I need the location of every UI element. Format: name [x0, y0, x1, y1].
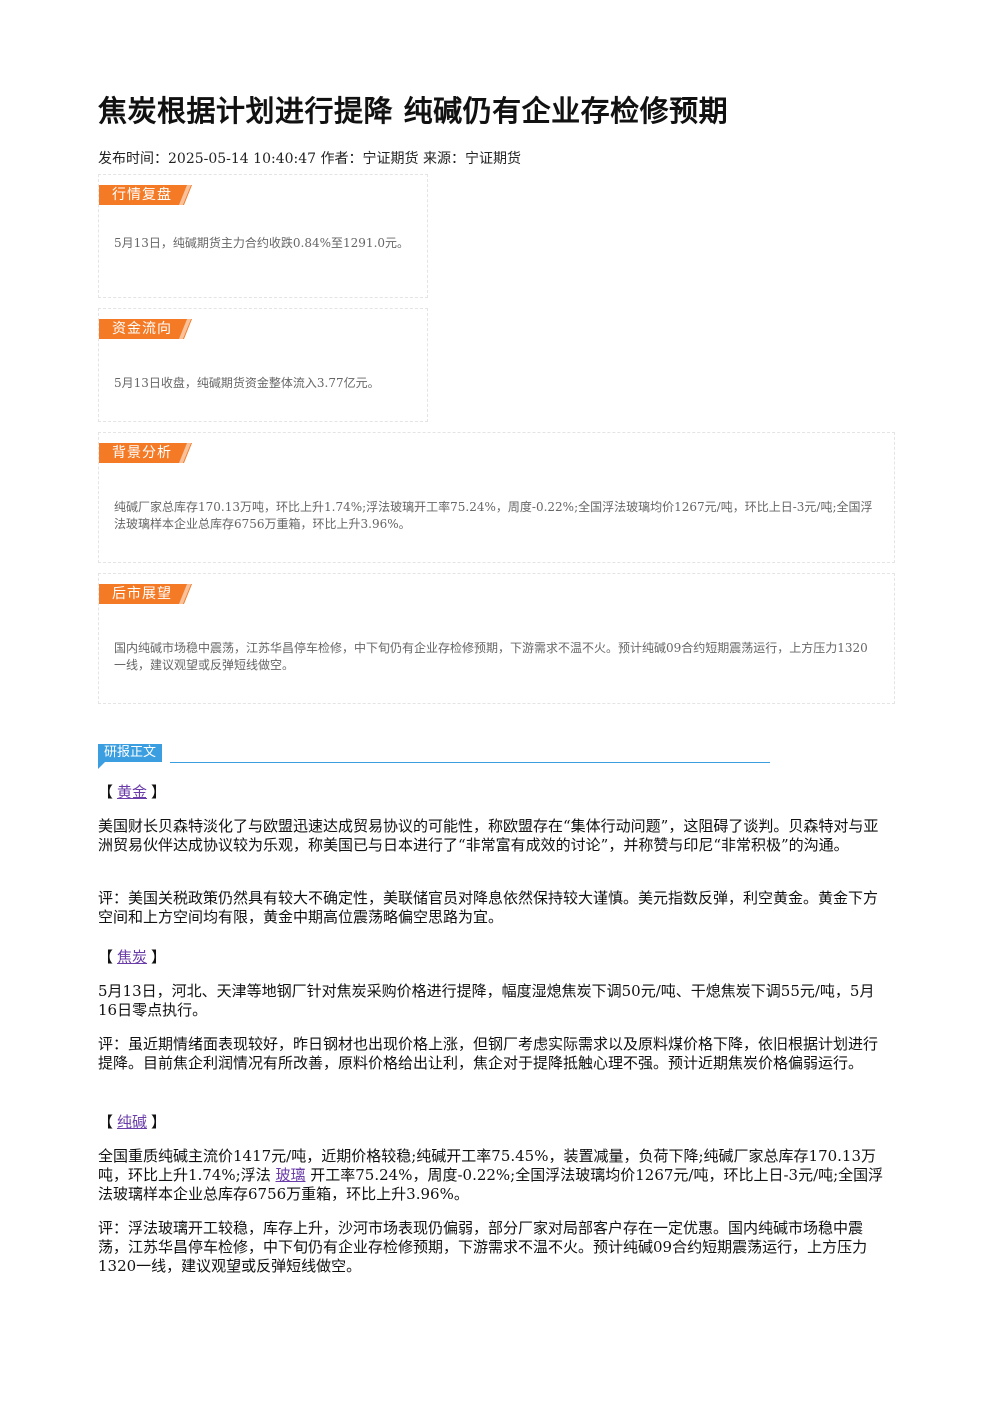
outlook-text: 国内纯碱市场稳中震荡，江苏华昌停车检修，中下旬仍有企业存检修预期，下游需求不温不…	[114, 641, 868, 672]
bracket-open: 【	[98, 1113, 114, 1131]
bracket-close: 】	[151, 783, 167, 801]
page-title: 焦炭根据计划进行提降 纯碱仍有企业存检修预期	[98, 94, 729, 128]
background-analysis-text: 纯碱厂家总库存170.13万吨，环比上升1.74%;浮法玻璃开工率75.24%，…	[114, 500, 873, 531]
soda-paragraph-1: 全国重质纯碱主流价1417元/吨，近期价格较稳;纯碱开工率75.45%，装置减量…	[98, 1147, 890, 1204]
market-review-tag: 行情复盘	[99, 185, 192, 205]
soda-paragraph-1-b: 开工率75.24%，周度-0.22%;全国浮法玻璃均价1267元/吨，环比上日-…	[98, 1166, 884, 1203]
bracket-close: 】	[151, 948, 167, 966]
background-analysis-box: 背景分析 纯碱厂家总库存170.13万吨，环比上升1.74%;浮法玻璃开工率75…	[98, 432, 895, 563]
category-coke: 【焦炭】	[98, 946, 166, 967]
gold-paragraph-2: 评：美国关税政策仍然具有较大不确定性，美联储官员对降息依然保持较大谨慎。美元指数…	[98, 889, 879, 926]
report-section-header: 研报正文	[98, 744, 770, 769]
report-section-label: 研报正文	[98, 744, 163, 762]
category-soda: 【纯碱】	[98, 1111, 166, 1132]
coke-paragraph-2: 评：虽近期情绪面表现较好，昨日钢材也出现价格上涨，但钢厂考虑实际需求以及原料煤价…	[98, 1035, 879, 1072]
publish-time: 2025-05-14 10:40:47	[168, 151, 317, 167]
outlook-tag: 后市展望	[99, 584, 192, 604]
soda-paragraph-2: 评：浮法玻璃开工较稳，库存上升，沙河市场表现仍偏弱，部分厂家对局部客户存在一定优…	[98, 1219, 868, 1275]
fund-flow-box: 资金流向 5月13日收盘，纯碱期货资金整体流入3.77亿元。	[98, 308, 428, 422]
market-review-box: 行情复盘 5月13日，纯碱期货主力合约收跌0.84%至1291.0元。	[98, 174, 428, 298]
bracket-open: 【	[98, 783, 114, 801]
category-gold: 【黄金】	[98, 781, 166, 802]
glass-link[interactable]: 玻璃	[275, 1166, 306, 1184]
outlook-box: 后市展望 国内纯碱市场稳中震荡，江苏华昌停车检修，中下旬仍有企业存检修预期，下游…	[98, 573, 895, 704]
author: 宁证期货	[362, 151, 419, 167]
article-meta: 发布时间：2025-05-14 10:40:47 作者：宁证期货 来源：宁证期货	[98, 148, 521, 168]
soda-link[interactable]: 纯碱	[117, 1113, 148, 1131]
source: 宁证期货	[464, 151, 521, 167]
publish-time-label: 发布时间：	[98, 151, 168, 167]
bracket-open: 【	[98, 948, 114, 966]
coke-paragraph-1: 5月13日，河北、天津等地钢厂针对焦炭采购价格进行提降，幅度湿熄焦炭下调50元/…	[98, 982, 875, 1019]
author-label: 作者：	[320, 151, 363, 167]
fund-flow-text: 5月13日收盘，纯碱期货资金整体流入3.77亿元。	[114, 376, 380, 390]
background-analysis-tag: 背景分析	[99, 443, 192, 463]
gold-paragraph-1: 美国财长贝森特淡化了与欧盟迅速达成贸易协议的可能性，称欧盟存在“集体行动问题”，…	[98, 817, 879, 854]
coke-link[interactable]: 焦炭	[117, 948, 148, 966]
bracket-close: 】	[151, 1113, 167, 1131]
gold-link[interactable]: 黄金	[117, 783, 148, 801]
market-review-text: 5月13日，纯碱期货主力合约收跌0.84%至1291.0元。	[114, 236, 410, 250]
source-label: 来源：	[422, 151, 465, 167]
section-corner	[98, 762, 105, 769]
fund-flow-tag: 资金流向	[99, 319, 192, 339]
section-divider	[170, 762, 770, 763]
soda-paragraph-1-a: 全国重质纯碱主流价1417元/吨，近期价格较稳;纯碱开工率75.45%，装置减量…	[98, 1147, 877, 1184]
